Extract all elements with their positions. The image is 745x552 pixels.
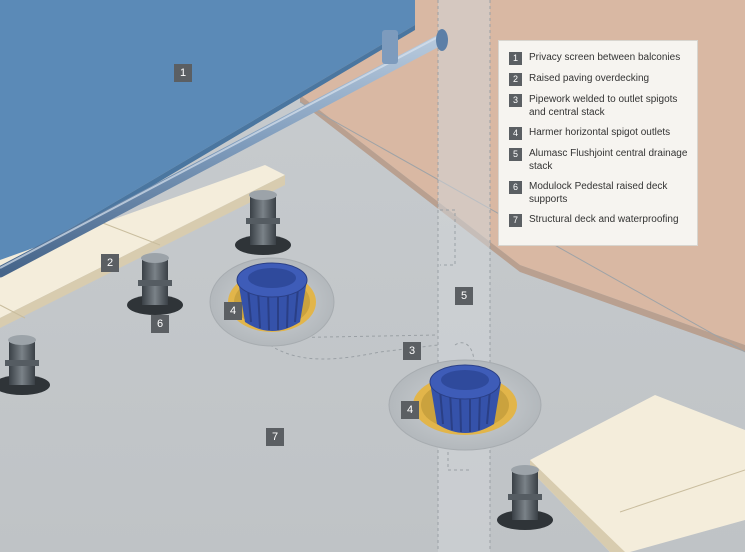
marker-1: 1 (174, 64, 192, 82)
legend-item: 5 Alumasc Flushjoint central drainage st… (509, 147, 689, 173)
legend-item: 1 Privacy screen between balconies (509, 51, 689, 65)
legend-item: 3 Pipework welded to outlet spigots and … (509, 93, 689, 119)
spigot-outlet (209, 257, 335, 347)
legend-text: Modulock Pedestal raised deck supports (529, 181, 668, 205)
legend-text: Alumasc Flushjoint central drainage stac… (529, 148, 688, 172)
handrail-pipe (0, 34, 446, 278)
legend-item: 7 Structural deck and waterproofing (509, 213, 689, 227)
legend-number: 4 (509, 127, 522, 140)
paving-slab-strip (0, 165, 285, 318)
drainage-stack (438, 0, 490, 552)
marker-5: 5 (455, 287, 473, 305)
legend-number: 7 (509, 214, 522, 227)
marker-6: 6 (151, 315, 169, 333)
marker-2: 2 (101, 254, 119, 272)
legend: 1 Privacy screen between balconies 2 Rai… (498, 40, 698, 246)
legend-text: Raised paving overdecking (529, 73, 650, 84)
marker-4: 4 (224, 302, 242, 320)
legend-number: 5 (509, 148, 522, 161)
legend-number: 2 (509, 73, 522, 86)
marker-4: 4 (401, 401, 419, 419)
legend-number: 6 (509, 181, 522, 194)
pipework-dashed (269, 344, 439, 360)
marker-7: 7 (266, 428, 284, 446)
pedestal-support (127, 253, 183, 315)
legend-number: 1 (509, 52, 522, 65)
legend-item: 4 Harmer horizontal spigot outlets (509, 126, 689, 140)
privacy-screen (0, 0, 415, 270)
legend-text: Harmer horizontal spigot outlets (529, 127, 671, 138)
legend-item: 2 Raised paving overdecking (509, 72, 689, 86)
pedestal-support (497, 465, 553, 530)
marker-3: 3 (403, 342, 421, 360)
legend-item: 6 Modulock Pedestal raised deck supports (509, 180, 689, 206)
legend-text: Pipework welded to outlet spigots and ce… (529, 94, 678, 118)
spigot-outlet (388, 359, 542, 451)
legend-number: 3 (509, 94, 522, 107)
pedestal-support (0, 335, 50, 395)
legend-text: Privacy screen between balconies (529, 52, 681, 63)
legend-text: Structural deck and waterproofing (529, 214, 679, 225)
pedestal-support (235, 190, 291, 255)
